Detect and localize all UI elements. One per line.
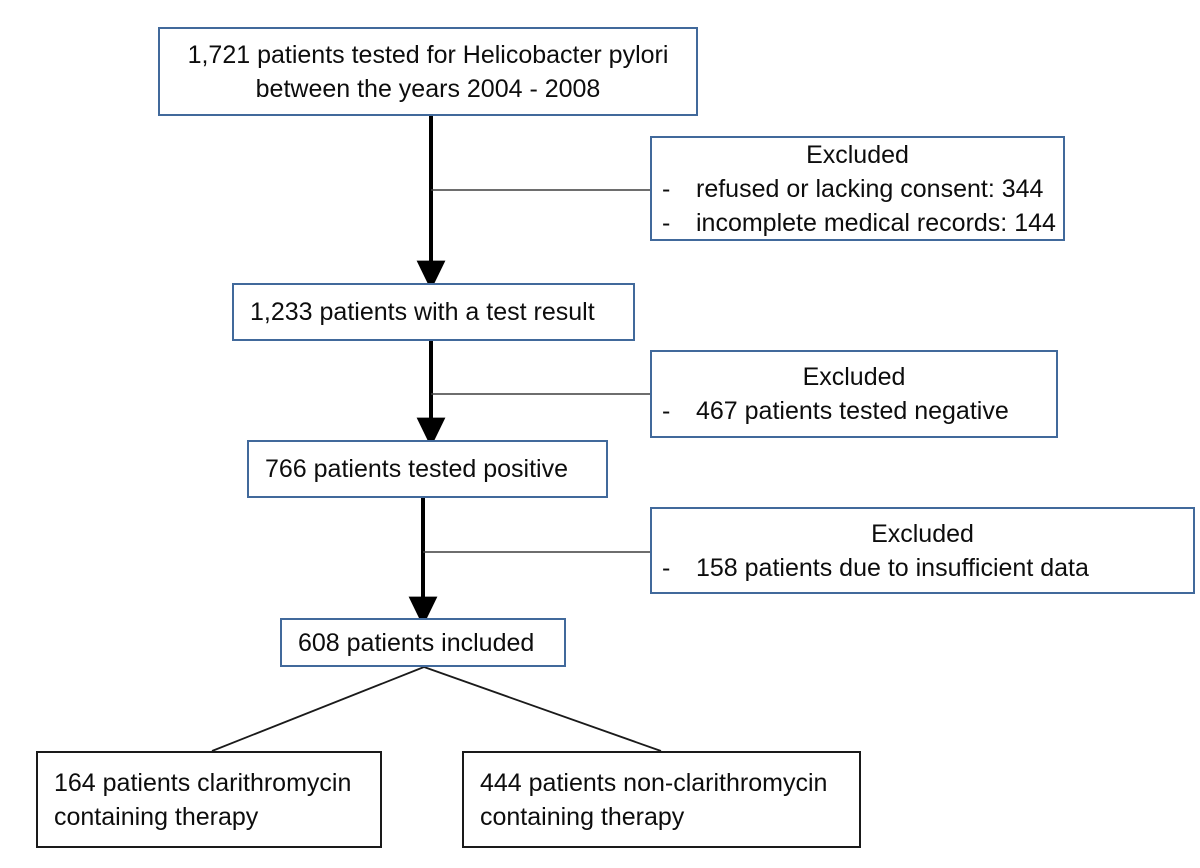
exclusion-3-list: - 158 patients due to insufficient data bbox=[652, 551, 1193, 585]
bullet-dash-icon: - bbox=[662, 208, 671, 237]
node-exclusion-2[interactable]: Excluded - 467 patients tested negative bbox=[650, 350, 1058, 438]
exclusion-2-item-1-text: 467 patients tested negative bbox=[696, 397, 1009, 425]
exclusion-3-title: Excluded bbox=[871, 519, 974, 548]
exclusion-1-list: - refused or lacking consent: 344 - inco… bbox=[652, 172, 1063, 240]
node-arm-clarithromycin[interactable]: 164 patients clarithromycin containing t… bbox=[36, 751, 382, 848]
node-arm-non-clarithromycin-line-2: containing therapy bbox=[480, 802, 685, 831]
exclusion-3-item-1: - 158 patients due to insufficient data bbox=[662, 551, 1193, 585]
exclusion-2-list: - 467 patients tested negative bbox=[652, 394, 1056, 428]
node-included-line-1: 608 patients included bbox=[298, 628, 535, 657]
node-included[interactable]: 608 patients included bbox=[280, 618, 566, 667]
exclusion-1-title: Excluded bbox=[806, 140, 909, 169]
bullet-dash-icon: - bbox=[662, 397, 671, 425]
exclusion-1-item-2-text: incomplete medical records: 144 bbox=[696, 208, 1056, 237]
node-arm-clarithromycin-line-1: 164 patients clarithromycin bbox=[54, 768, 352, 797]
exclusion-1-item-1: - refused or lacking consent: 344 bbox=[662, 172, 1063, 206]
bullet-dash-icon: - bbox=[662, 174, 671, 203]
node-tested[interactable]: 1,233 patients with a test result bbox=[232, 283, 635, 341]
exclusion-3-item-1-text: 158 patients due to insufficient data bbox=[696, 553, 1089, 582]
node-exclusion-1[interactable]: Excluded - refused or lacking consent: 3… bbox=[650, 136, 1065, 241]
exclusion-2-title: Excluded bbox=[802, 363, 906, 391]
connector-included-to-non-clarithromycin bbox=[423, 666, 662, 752]
node-arm-clarithromycin-line-2: containing therapy bbox=[54, 802, 259, 831]
node-tested-line-1: 1,233 patients with a test result bbox=[250, 298, 595, 326]
exclusion-2-item-1: - 467 patients tested negative bbox=[662, 394, 1056, 428]
bullet-dash-icon: - bbox=[662, 553, 671, 582]
node-arm-non-clarithromycin-line-1: 444 patients non-clarithromycin bbox=[480, 768, 828, 797]
node-screened-line-1: 1,721 patients tested for Helicobacter p… bbox=[187, 40, 669, 69]
connector-included-to-clarithromycin bbox=[211, 666, 425, 752]
node-screened[interactable]: 1,721 patients tested for Helicobacter p… bbox=[158, 27, 698, 116]
node-screened-line-2: between the years 2004 - 2008 bbox=[255, 74, 601, 103]
exclusion-1-item-2: - incomplete medical records: 144 bbox=[662, 206, 1063, 240]
exclusion-1-item-1-text: refused or lacking consent: 344 bbox=[696, 174, 1044, 203]
node-positive[interactable]: 766 patients tested positive bbox=[247, 440, 608, 498]
node-arm-non-clarithromycin[interactable]: 444 patients non-clarithromycin containi… bbox=[462, 751, 861, 848]
node-positive-line-1: 766 patients tested positive bbox=[265, 455, 568, 483]
node-exclusion-3[interactable]: Excluded - 158 patients due to insuffici… bbox=[650, 507, 1195, 594]
